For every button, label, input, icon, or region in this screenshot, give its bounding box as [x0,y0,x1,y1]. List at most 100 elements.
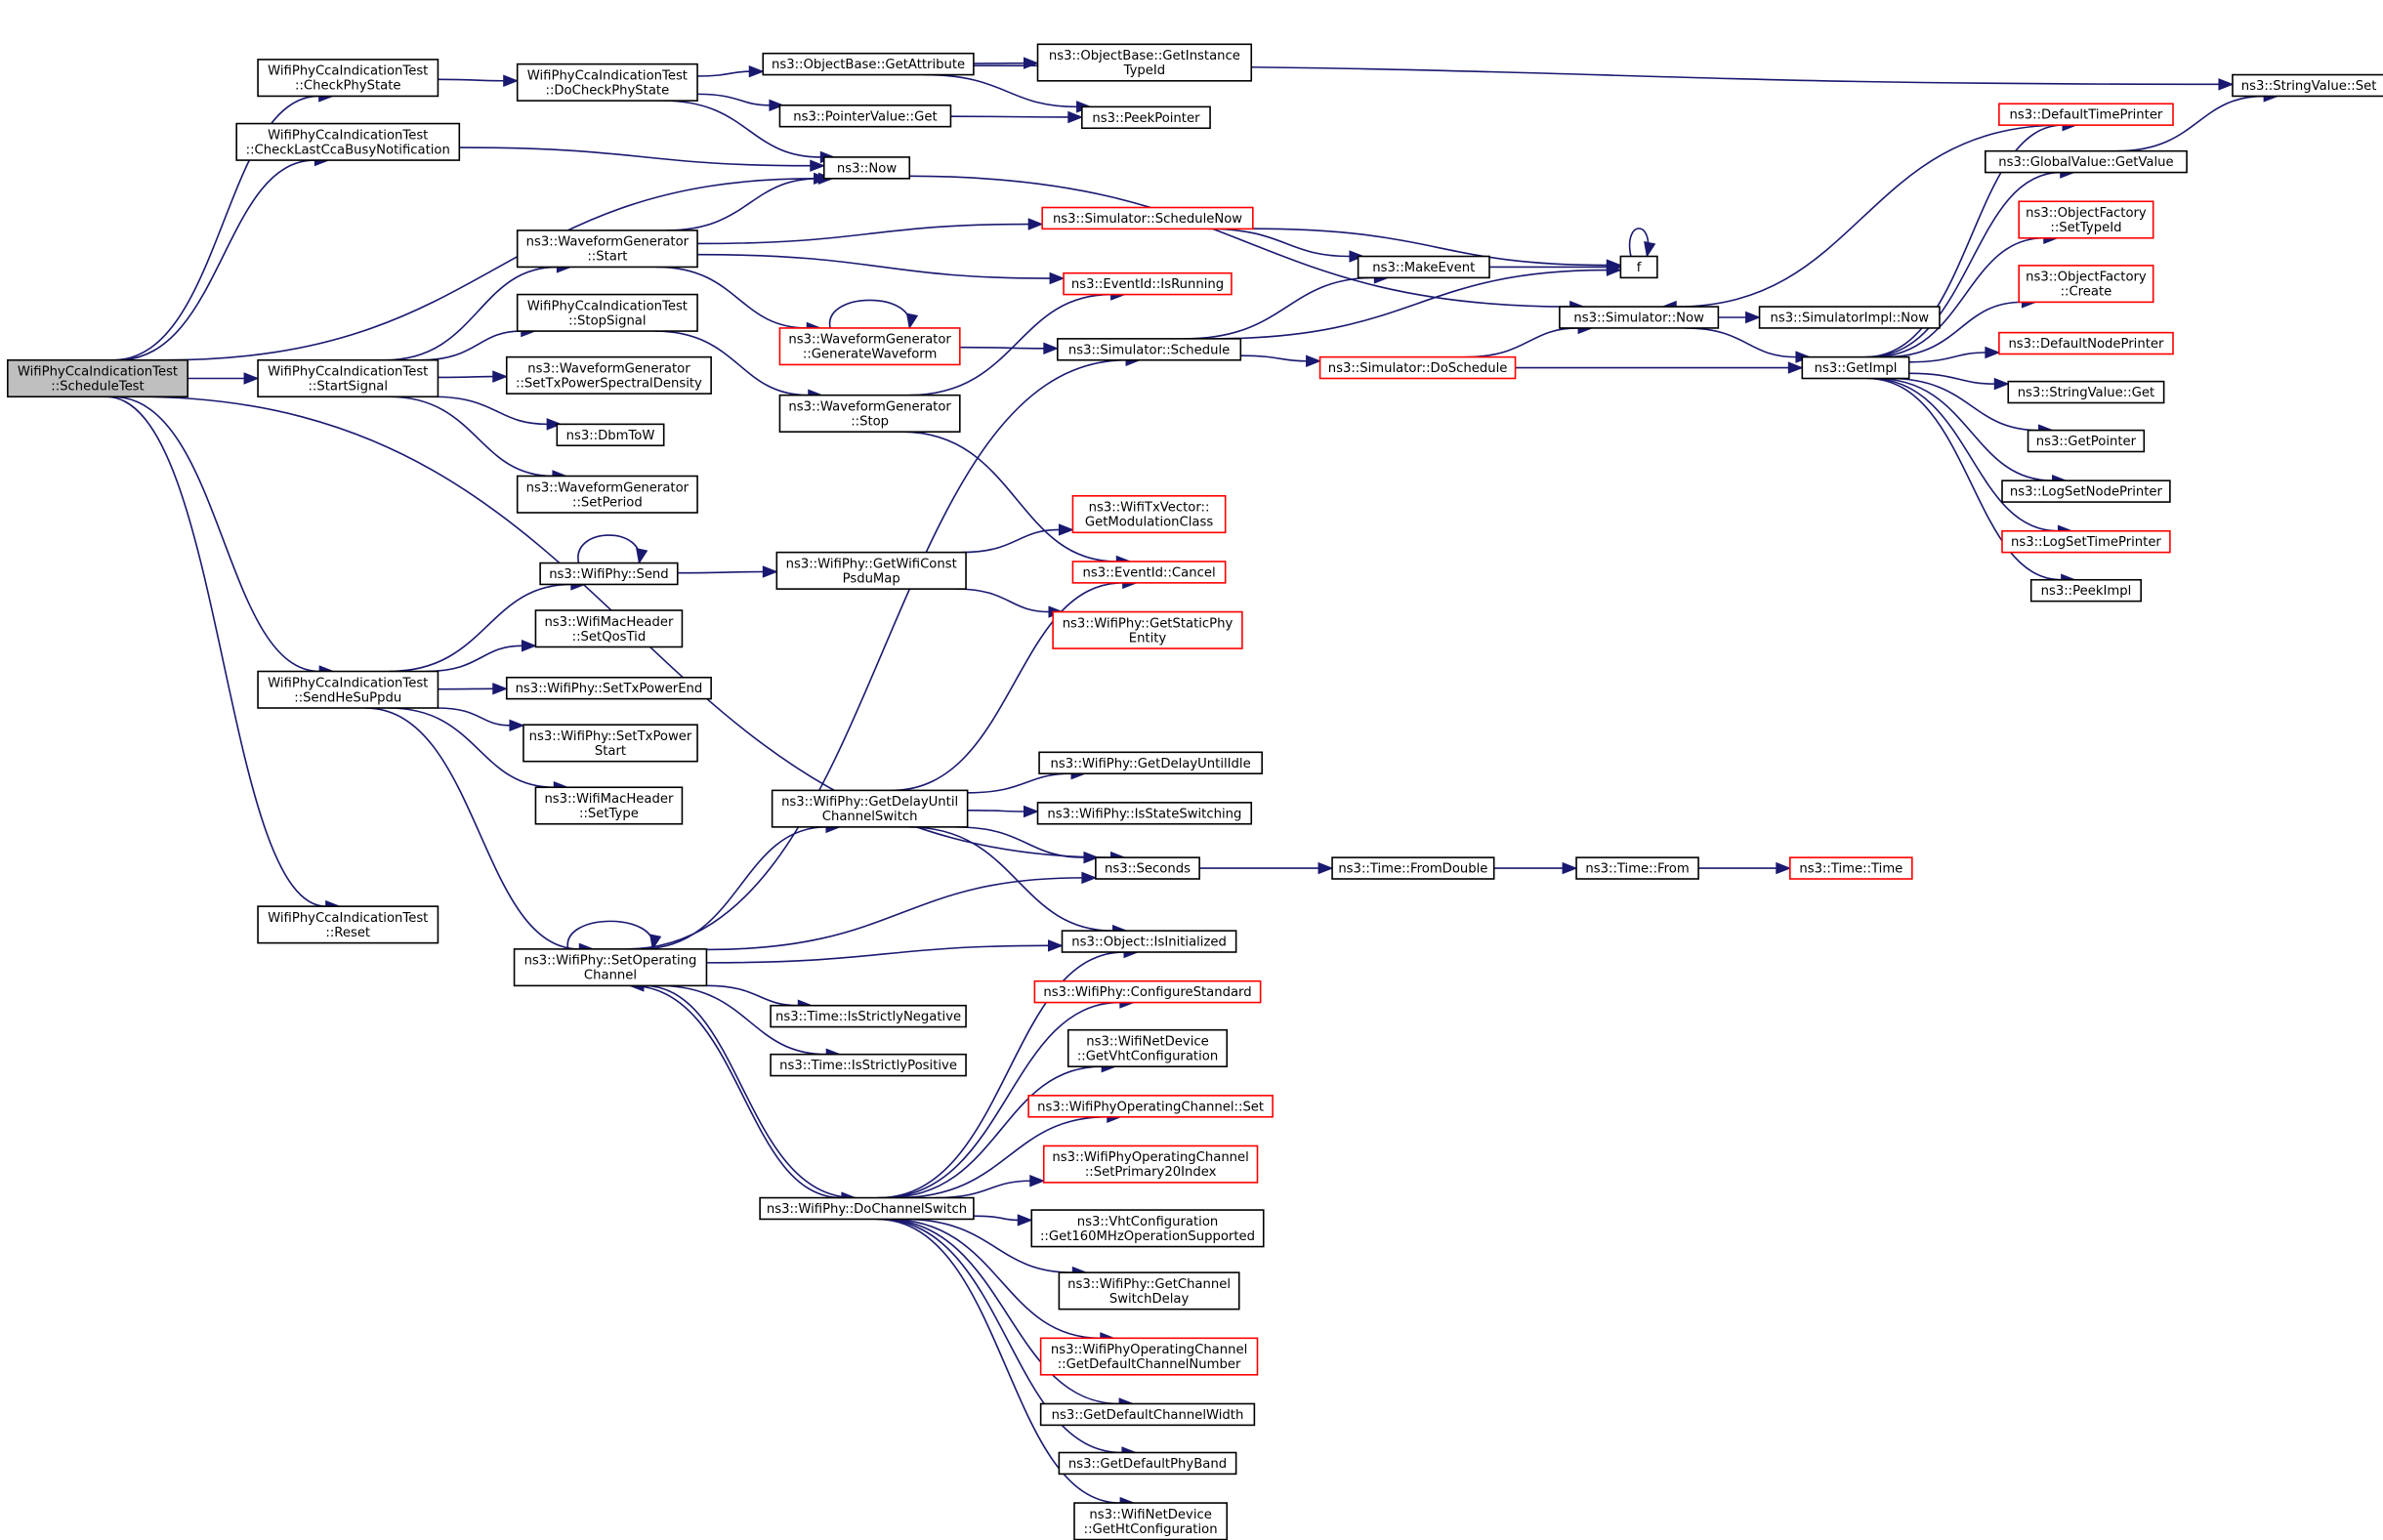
node-checkPhyState[interactable]: WifiPhyCcaIndicationTest::CheckPhyState [257,59,439,98]
node-logSetNodePrinter[interactable]: ns3::LogSetNodePrinter [2001,479,2171,503]
node-wifiPhySend[interactable]: ns3::WifiPhy::Send [539,562,679,586]
node-getDefaultChannelWidth[interactable]: ns3::GetDefaultChannelWidth [1039,1402,1256,1427]
node-timeFrom[interactable]: ns3::Time::From [1575,856,1699,880]
edge-arrowhead [492,370,509,383]
edge-line [876,1218,1121,1504]
node-eventIsRunning[interactable]: ns3::EventId::IsRunning [1063,271,1233,296]
node-getModulationClass[interactable]: ns3::WifiTxVector::GetModulationClass [1071,495,1227,534]
node-stringValueSet[interactable]: ns3::StringValue::Set [2232,73,2383,98]
node-label-line: ns3::ObjectFactory [2026,271,2147,285]
edge-checkLastCca-to-now [459,146,826,172]
edge-arrowhead [1024,57,1039,69]
node-simNow[interactable]: ns3::Simulator::Now [1559,306,1720,329]
node-sendHeSuPpdu[interactable]: WifiPhyCcaIndicationTest::SendHeSuPpdu [257,670,439,709]
edge-line [967,809,1024,812]
edge-arrowhead [762,565,778,578]
node-stopSignal[interactable]: WifiPhyCcaIndicationTest::StopSignal [516,293,698,332]
node-peekImpl[interactable]: ns3::PeekImpl [2029,578,2142,603]
node-defaultNodePrinter[interactable]: ns3::DefaultNodePrinter [1998,331,2174,355]
edge-line [908,826,1113,932]
node-makeEvent[interactable]: ns3::MakeEvent [1357,255,1490,279]
node-getDelayUntilIdle[interactable]: ns3::WifiPhy::GetDelayUntilIdle [1038,751,1263,774]
node-label-line: ns3::PeekImpl [2041,584,2132,599]
node-stringValueGet[interactable]: ns3::StringValue::Get [2007,380,2165,404]
node-getPointer[interactable]: ns3::GetPointer [2027,429,2146,453]
node-simImplNow[interactable]: ns3::SimulatorImpl::Now [1758,306,1941,329]
node-wgStop[interactable]: ns3::WaveformGenerator::Stop [778,394,961,433]
node-ptrGet[interactable]: ns3::PointerValue::Get [778,104,952,128]
node-dbmToW[interactable]: ns3::DbmToW [556,423,665,447]
node-box [1039,1337,1259,1376]
node-setPeriod[interactable]: ns3::WaveformGenerator::SetPeriod [516,475,698,514]
node-f[interactable]: f [1619,255,1658,279]
node-box [1066,1028,1229,1067]
node-label-line: ns3::WifiPhy::IsStateSwitching [1047,807,1241,821]
edge-arrowhead [521,640,537,652]
node-box [257,358,439,398]
node-timeFromDouble[interactable]: ns3::Time::FromDouble [1331,856,1495,880]
node-box [1998,103,2174,126]
node-objIsInitialized[interactable]: ns3::Object::IsInitialized [1061,930,1237,953]
node-eventCancel[interactable]: ns3::EventId::Cancel [1071,561,1227,584]
node-get160MHz[interactable]: ns3::VhtConfiguration::Get160MHzOperatio… [1030,1209,1265,1248]
node-setTxPsd[interactable]: ns3::WaveformGenerator::SetTxPowerSpectr… [505,355,712,395]
node-timeIsStrictlyNegative[interactable]: ns3::Time::IsStrictlyNegative [770,1004,967,1028]
edge-line [1872,236,2044,358]
node-now[interactable]: ns3::Now [822,156,911,180]
node-opChannelSetPrimary20[interactable]: ns3::WifiPhyOperatingChannel::SetPrimary… [1042,1145,1259,1184]
edge-line [112,95,319,361]
node-objFactoryCreate[interactable]: ns3::ObjectFactory::Create [2018,265,2154,304]
node-box [516,62,698,102]
node-root[interactable]: WifiPhyCcaIndicationTest::ScheduleTest [7,358,188,398]
node-box [516,475,698,514]
edge-line [643,984,856,1199]
node-label-line: WifiPhyCcaIndicationTest [268,128,428,143]
node-simSchedule[interactable]: ns3::Simulator::Schedule [1057,338,1242,361]
node-simDoSchedule[interactable]: ns3::Simulator::DoSchedule [1318,355,1517,380]
node-getDefaultPhyBand[interactable]: ns3::GetDefaultPhyBand [1058,1451,1237,1476]
edge-doChannelSwitch-to-getDefaultChannelWidth [881,1218,1135,1410]
node-objGetAttr[interactable]: ns3::ObjectBase::GetAttribute [762,52,975,76]
node-simScheduleNow[interactable]: ns3::Simulator::ScheduleNow [1041,206,1254,230]
node-seconds[interactable]: ns3::Seconds [1095,856,1200,880]
node-configureStandard[interactable]: ns3::WifiPhy::ConfigureStandard [1033,979,1262,1004]
edge-objGetAttr-to-objGetInstTypeId [973,57,1039,69]
node-getVhtConfiguration[interactable]: ns3::WifiNetDevice::GetVhtConfiguration [1066,1028,1229,1067]
node-timeTime[interactable]: ns3::Time::Time [1789,856,1913,880]
node-isStateSwitching[interactable]: ns3::WifiPhy::IsStateSwitching [1036,802,1253,825]
node-doChannelSwitch[interactable]: ns3::WifiPhy::DoChannelSwitch [759,1196,975,1221]
node-box [2029,578,2142,603]
node-objFactorySetTypeId[interactable]: ns3::ObjectFactory::SetTypeId [2018,200,2154,239]
node-setQosTid[interactable]: ns3::WifiMacHeader::SetQosTid [534,609,684,648]
node-getImpl[interactable]: ns3::GetImpl [1801,355,1910,380]
node-wgGenerateWaveform[interactable]: ns3::WaveformGenerator::GenerateWaveform [778,327,961,366]
node-checkLastCca[interactable]: WifiPhyCcaIndicationTest::CheckLastCcaBu… [235,122,461,161]
node-doCheckPhyState[interactable]: WifiPhyCcaIndicationTest::DoCheckPhyStat… [516,62,698,102]
node-label-line: ns3::WaveformGenerator [788,399,951,414]
node-reset[interactable]: WifiPhyCcaIndicationTest::Reset [257,905,439,944]
node-defaultTimePrinter[interactable]: ns3::DefaultTimePrinter [1998,103,2174,126]
node-timeIsStrictlyPositive[interactable]: ns3::Time::IsStrictlyPositive [770,1053,967,1077]
node-startSignal[interactable]: WifiPhyCcaIndicationTest::StartSignal [257,358,439,398]
node-label-line: ::StopSignal [568,313,646,328]
node-setType[interactable]: ns3::WifiMacHeader::SetType [534,786,684,825]
node-box [1758,306,1941,329]
edge-line [666,178,819,231]
node-getHtConfiguration[interactable]: ns3::WifiNetDevice::GetHtConfiguration [1073,1502,1229,1540]
node-setTxPowerEnd[interactable]: ns3::WifiPhy::SetTxPowerEnd [505,676,712,700]
node-peekPointer[interactable]: ns3::PeekPointer [1081,105,1211,130]
node-logSetTimePrinter[interactable]: ns3::LogSetTimePrinter [2001,529,2171,554]
node-opChannelSet[interactable]: ns3::WifiPhyOperatingChannel::Set [1027,1095,1274,1118]
node-globalGetValue[interactable]: ns3::GlobalValue::GetValue [1985,149,2188,174]
edge-line [1240,354,1307,362]
node-wgStart[interactable]: ns3::WaveformGenerator::Start [516,229,698,269]
node-getDefaultChannelNumber[interactable]: ns3::WifiPhyOperatingChannel::GetDefault… [1039,1337,1259,1376]
edge-line [1908,372,1995,385]
